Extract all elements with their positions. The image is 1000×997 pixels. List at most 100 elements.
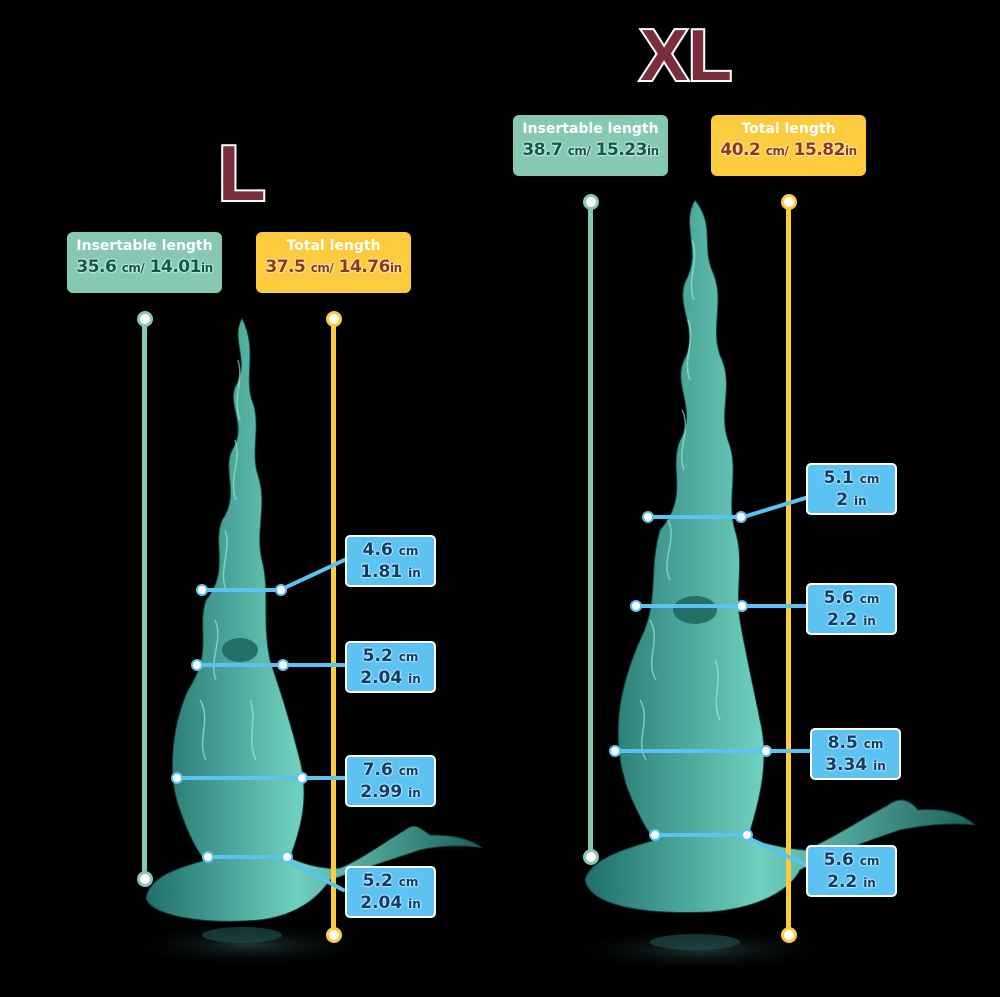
xl-total-title: Total length xyxy=(741,121,836,137)
xl-girth-3-cm-unit: cm xyxy=(863,737,884,751)
l-girth-3-box: 7.6 cm 2.99 in xyxy=(345,755,436,807)
xl-girth-2-cm: 5.6 xyxy=(823,588,854,608)
l-girth-3-cm-unit: cm xyxy=(398,764,419,778)
l-girth-4-in: 2.04 xyxy=(360,893,403,913)
xl-girth-2-line xyxy=(635,604,807,608)
xl-girth-1-left-dot xyxy=(642,511,654,523)
xl-insertable-value: 38.7 cm/ 15.23in xyxy=(513,140,668,160)
l-girth-1-in: 1.81 xyxy=(360,562,403,582)
l-girth-1-in-unit: in xyxy=(408,566,421,580)
xl-girth-3-box: 8.5 cm 3.34 in xyxy=(810,728,901,780)
size-xl-title: XL xyxy=(638,16,734,96)
l-insertable-cm: 35.6 xyxy=(76,257,117,277)
xl-girth-2-right-dot xyxy=(736,600,748,612)
size-l-title: L xyxy=(216,129,268,217)
l-girth-4-cm: 5.2 xyxy=(362,871,393,891)
l-total-ruler-bottom-dot xyxy=(326,927,342,943)
l-total-in-unit: in xyxy=(389,261,402,275)
xl-total-cm: 40.2 xyxy=(720,140,761,160)
l-girth-1-cm-unit: cm xyxy=(398,544,419,558)
xl-girth-1-cm: 5.1 xyxy=(823,468,854,488)
l-total-ruler-top-dot xyxy=(326,311,342,327)
xl-girth-3-in: 3.34 xyxy=(825,755,868,775)
l-total-cm-unit: cm/ xyxy=(310,261,334,275)
l-insertable-title: Insertable length xyxy=(76,238,213,254)
xl-girth-2-in-unit: in xyxy=(863,614,876,628)
l-total-cm: 37.5 xyxy=(265,257,306,277)
l-total-title: Total length xyxy=(286,238,381,254)
xl-girth-3-in-unit: in xyxy=(873,759,886,773)
l-girth-1-left-dot xyxy=(196,584,208,596)
l-girth-4-left-dot xyxy=(202,851,214,863)
xl-girth-2-cm-unit: cm xyxy=(859,592,880,606)
l-insertable-length-label: Insertable length 35.6 cm/ 14.01in xyxy=(67,232,222,293)
xl-girth-4-in: 2.2 xyxy=(827,872,858,892)
l-insertable-ruler-top-dot xyxy=(137,311,153,327)
xl-insertable-in-unit: in xyxy=(646,144,659,158)
xl-girth-4-box: 5.6 cm 2.2 in xyxy=(806,845,897,897)
xl-girth-1-in: 2 xyxy=(836,490,849,510)
l-insertable-value: 35.6 cm/ 14.01in xyxy=(67,257,222,277)
l-girth-3-right-dot xyxy=(296,772,308,784)
l-girth-2-cm-unit: cm xyxy=(398,650,419,664)
xl-girth-2-in: 2.2 xyxy=(827,610,858,630)
xl-insertable-cm-unit: cm/ xyxy=(567,144,591,158)
xl-total-in: 15.82 xyxy=(793,140,846,160)
xl-total-value: 40.2 cm/ 15.82in xyxy=(711,140,866,160)
l-insertable-in: 14.01 xyxy=(149,257,202,277)
xl-girth-4-right-dot xyxy=(741,829,753,841)
l-girth-1-box: 4.6 cm 1.81 in xyxy=(345,535,436,587)
l-girth-4-right-dot xyxy=(281,851,293,863)
xl-girth-3-left-dot xyxy=(609,745,621,757)
xl-girth-4-cm: 5.6 xyxy=(823,850,854,870)
xl-total-ruler-bottom-dot xyxy=(781,927,797,943)
l-girth-2-in: 2.04 xyxy=(360,668,403,688)
l-girth-1-right-dot xyxy=(275,584,287,596)
xl-girth-2-box: 5.6 cm 2.2 in xyxy=(806,583,897,635)
xl-insertable-ruler xyxy=(588,201,593,856)
xl-girth-4-left-dot xyxy=(649,829,661,841)
l-insertable-ruler xyxy=(142,318,147,878)
l-girth-4-line xyxy=(207,855,287,859)
xl-insertable-ruler-top-dot xyxy=(583,194,599,210)
l-girth-2-cm: 5.2 xyxy=(362,646,393,666)
l-girth-2-left-dot xyxy=(191,659,203,671)
xl-girth-1-right-dot xyxy=(735,511,747,523)
xl-girth-2-left-dot xyxy=(630,600,642,612)
l-total-length-label: Total length 37.5 cm/ 14.76in xyxy=(256,232,411,293)
xl-girth-3-right-dot xyxy=(760,745,772,757)
l-girth-3-cm: 7.6 xyxy=(362,760,393,780)
l-girth-4-box: 5.2 cm 2.04 in xyxy=(345,866,436,918)
l-total-in: 14.76 xyxy=(338,257,391,277)
l-girth-2-right-dot xyxy=(277,659,289,671)
xl-insertable-in: 15.23 xyxy=(595,140,648,160)
l-girth-1-line xyxy=(201,588,283,592)
l-girth-3-line xyxy=(176,776,346,780)
xl-total-ruler xyxy=(786,201,791,934)
xl-girth-1-in-unit: in xyxy=(854,494,867,508)
l-total-ruler xyxy=(331,318,336,934)
xl-total-in-unit: in xyxy=(844,144,857,158)
l-girth-3-in-unit: in xyxy=(408,786,421,800)
xl-insertable-length-label: Insertable length 38.7 cm/ 15.23in xyxy=(513,115,668,176)
xl-girth-4-in-unit: in xyxy=(863,876,876,890)
xl-girth-3-line xyxy=(614,749,811,753)
xl-total-length-label: Total length 40.2 cm/ 15.82in xyxy=(711,115,866,176)
xl-girth-4-cm-unit: cm xyxy=(859,854,880,868)
l-girth-2-box: 5.2 cm 2.04 in xyxy=(345,641,436,693)
xl-insertable-cm: 38.7 xyxy=(522,140,563,160)
xl-total-cm-unit: cm/ xyxy=(765,144,789,158)
xl-girth-1-line xyxy=(647,515,742,519)
l-insertable-ruler-bottom-dot xyxy=(137,871,153,887)
l-girth-3-in: 2.99 xyxy=(360,782,403,802)
l-girth-2-line xyxy=(196,663,346,667)
xl-girth-1-cm-unit: cm xyxy=(859,472,880,486)
xl-girth-4-line xyxy=(654,833,748,837)
l-girth-2-in-unit: in xyxy=(408,672,421,686)
l-total-value: 37.5 cm/ 14.76in xyxy=(256,257,411,277)
xl-girth-1-box: 5.1 cm 2 in xyxy=(806,463,897,515)
l-girth-1-cm: 4.6 xyxy=(362,540,393,560)
l-girth-4-in-unit: in xyxy=(408,897,421,911)
l-girth-3-left-dot xyxy=(171,772,183,784)
product-l-image xyxy=(120,316,483,967)
